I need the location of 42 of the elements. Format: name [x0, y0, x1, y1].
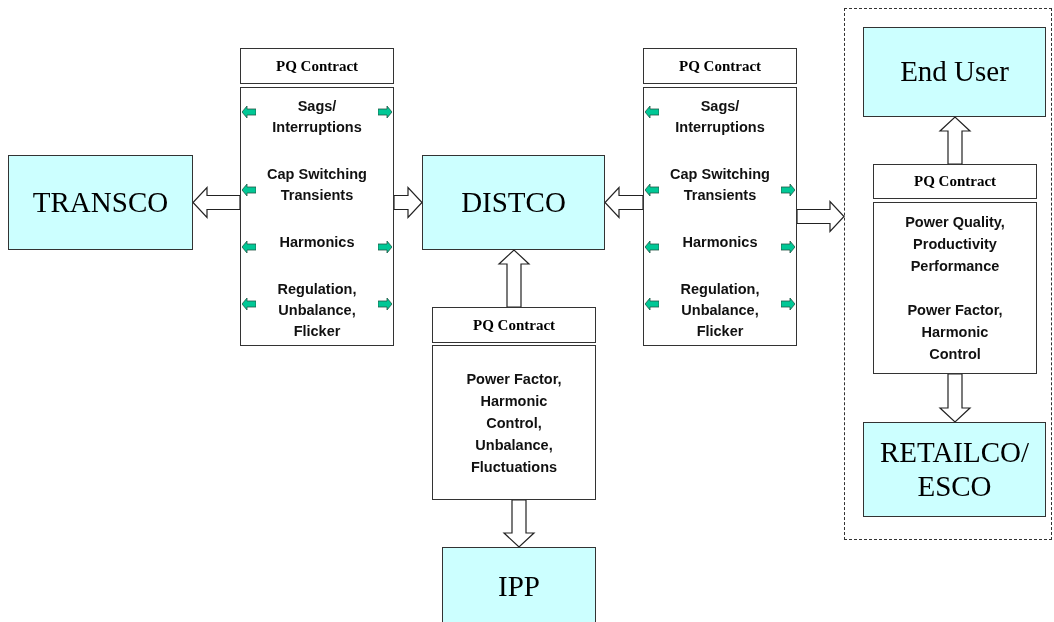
contract-heading: PQ Contract	[275, 57, 359, 75]
contract-term: Power Factor, Harmonic Control	[906, 301, 1004, 364]
contract-terms-box	[240, 87, 394, 346]
entity-label: DISTCO	[460, 185, 567, 220]
contract-heading: PQ Contract	[472, 316, 556, 334]
contract-term: Cap Switching Transients	[669, 165, 771, 205]
contract-term: Harmonics	[279, 233, 355, 252]
contract-term: Sags/ Interruptions	[271, 97, 363, 137]
entity-box	[863, 422, 1046, 517]
contract-header-box	[873, 164, 1037, 199]
block-arrow	[502, 499, 536, 548]
entity-label: End User	[899, 55, 1010, 89]
entity-label: TRANSCO	[31, 185, 170, 220]
contract-terms-box	[432, 345, 596, 500]
block-arrow	[938, 116, 972, 165]
contract-term: Regulation, Unbalance, Flicker	[276, 280, 358, 341]
block-arrow	[393, 185, 423, 220]
contract-heading: PQ Contract	[678, 57, 762, 75]
entity-box	[8, 155, 193, 250]
entity-box	[863, 27, 1046, 117]
contract-terms-box	[643, 87, 797, 346]
block-arrow	[938, 373, 972, 423]
contract-term: Sags/ Interruptions	[674, 97, 766, 137]
entity-label: IPP	[497, 570, 541, 604]
contract-header-box	[643, 48, 797, 84]
block-arrow	[192, 185, 241, 220]
contract-term: Regulation, Unbalance, Flicker	[679, 280, 761, 341]
contract-term: Harmonics	[682, 233, 758, 252]
contract-term: Power Quality, Productivity Performance	[904, 213, 1006, 276]
entity-box	[422, 155, 605, 250]
contract-heading: PQ Contract	[913, 173, 997, 190]
block-arrow	[604, 185, 644, 220]
block-arrow	[796, 199, 845, 234]
contract-term: Power Factor, Harmonic Control, Unbalance, Fluctuations	[465, 369, 563, 477]
contract-header-box	[432, 307, 596, 343]
entity-box	[442, 547, 596, 622]
dashed-boundary-box	[844, 8, 1052, 540]
contract-header-box	[240, 48, 394, 84]
block-arrow	[497, 249, 531, 308]
contract-terms-box	[873, 202, 1037, 374]
contract-term: Cap Switching Transients	[266, 165, 368, 205]
entity-label: RETAILCO/ ESCO	[878, 436, 1031, 503]
